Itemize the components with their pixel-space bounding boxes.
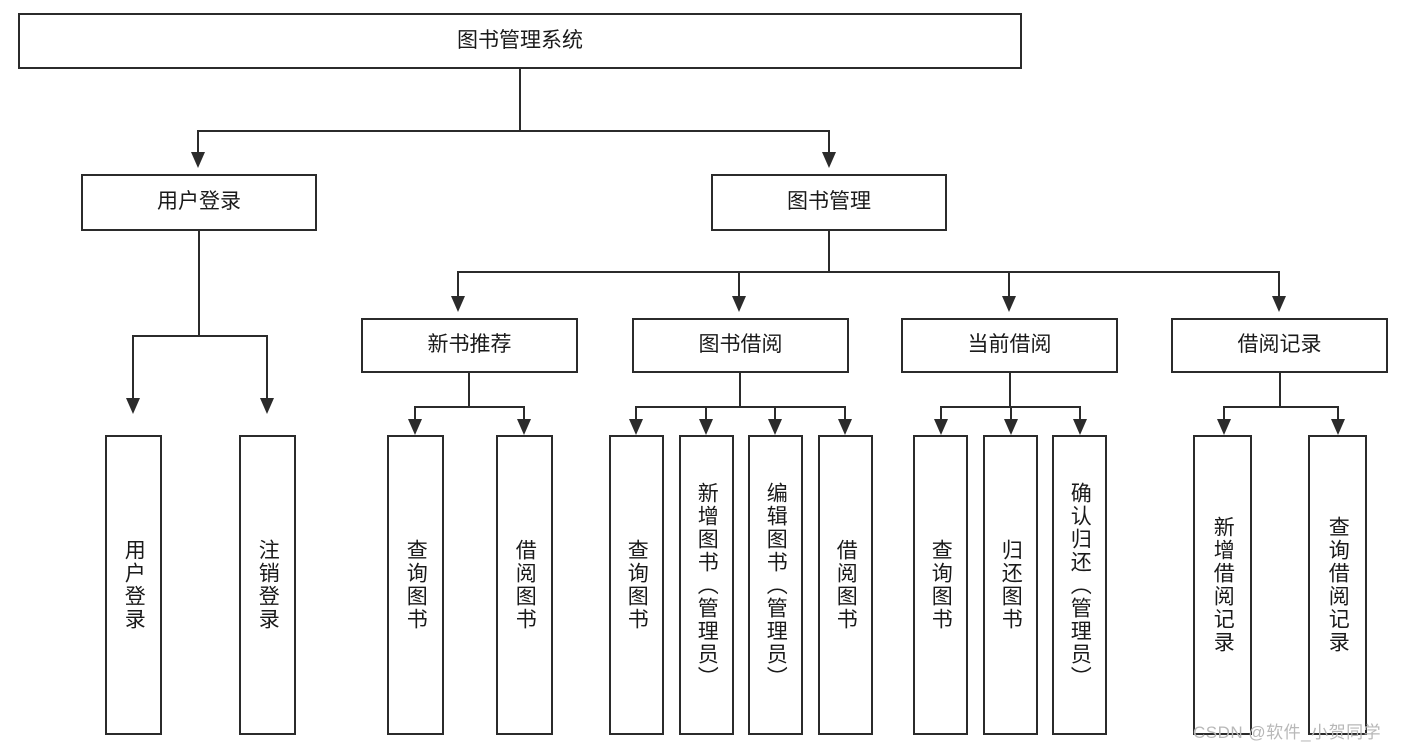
arrowhead-borrow-record: [1272, 296, 1286, 312]
node-user-login[interactable]: 用户登录: [81, 174, 317, 231]
leaf-return-book[interactable]: 归还图书: [983, 435, 1038, 735]
edge-new-book-rec-leaf2: [523, 406, 525, 422]
node-root-system[interactable]: 图书管理系统: [18, 13, 1022, 69]
node-label: 查询图书: [929, 539, 953, 631]
arrowhead-book-borrow: [732, 296, 746, 312]
arrowhead-leaf-query-book-3: [934, 419, 948, 435]
leaf-user-login[interactable]: 用户登录: [105, 435, 162, 735]
edge-current-borrow-leaf3: [1079, 406, 1081, 422]
node-label: 查询借阅记录: [1326, 516, 1350, 654]
edge-to-user-login: [197, 130, 199, 156]
arrowhead-leaf-query-book-2: [629, 419, 643, 435]
edge-new-book-rec-bus: [415, 406, 525, 408]
arrowhead-leaf-add-book: [699, 419, 713, 435]
node-label: 当前借阅: [967, 333, 1052, 357]
edge-borrow-record-leaf2: [1337, 406, 1339, 422]
arrowhead-leaf-edit-book: [768, 419, 782, 435]
arrowhead-book-manage: [822, 152, 836, 168]
edge-user-login-bus: [133, 335, 267, 337]
arrowhead-leaf-borrow-book-1: [517, 419, 531, 435]
edge-root-stem: [519, 69, 521, 131]
leaf-edit-book[interactable]: 编辑图书（管理员）: [748, 435, 803, 735]
node-label: 图书借阅: [698, 333, 783, 357]
arrowhead-user-login: [191, 152, 205, 168]
node-new-book-rec[interactable]: 新书推荐: [361, 318, 578, 373]
arrowhead-current-borrow: [1002, 296, 1016, 312]
node-book-borrow[interactable]: 图书借阅: [632, 318, 849, 373]
edge-to-borrow-record: [1278, 271, 1280, 299]
edge-book-manage-stem: [828, 231, 830, 273]
edge-level2-bus: [198, 130, 830, 132]
node-label: 图书管理系统: [457, 28, 583, 52]
edge-current-borrow-leaf1: [940, 406, 942, 422]
node-label: 编辑图书（管理员）: [764, 481, 788, 689]
edge-borrow-record-stem: [1279, 373, 1281, 407]
edge-to-book-manage: [828, 130, 830, 156]
arrowhead-new-book-rec: [451, 296, 465, 312]
node-label: 用户登录: [157, 190, 241, 214]
leaf-query-record[interactable]: 查询借阅记录: [1308, 435, 1367, 735]
node-label: 借阅图书: [834, 539, 858, 631]
edge-new-book-rec-stem: [468, 373, 470, 407]
edge-book-borrow-stem: [739, 373, 741, 407]
leaf-add-book[interactable]: 新增图书（管理员）: [679, 435, 734, 735]
arrowhead-leaf-query-book-1: [408, 419, 422, 435]
node-borrow-record[interactable]: 借阅记录: [1171, 318, 1388, 373]
node-label: 新书推荐: [427, 333, 512, 357]
node-label: 图书管理: [787, 190, 871, 214]
edge-book-borrow-leaf2: [705, 406, 707, 422]
edge-user-login-stem: [198, 231, 200, 336]
node-label: 用户登录: [122, 539, 146, 631]
edge-new-book-rec-leaf1: [414, 406, 416, 422]
leaf-query-book-1[interactable]: 查询图书: [387, 435, 444, 735]
edge-borrow-record-leaf1: [1223, 406, 1225, 422]
csdn-watermark: CSDN @软件_小贺同学: [1193, 723, 1382, 742]
node-book-manage[interactable]: 图书管理: [711, 174, 947, 231]
node-current-borrow[interactable]: 当前借阅: [901, 318, 1118, 373]
node-label: 借阅记录: [1237, 333, 1322, 357]
leaf-borrow-book-2[interactable]: 借阅图书: [818, 435, 873, 735]
arrowhead-leaf-confirm-return: [1073, 419, 1087, 435]
node-label: 注销登录: [256, 539, 280, 631]
edge-current-borrow-leaf2: [1010, 406, 1012, 422]
node-label: 新增借阅记录: [1211, 516, 1235, 654]
edge-current-borrow-stem: [1009, 373, 1011, 407]
edge-book-borrow-leaf3: [774, 406, 776, 422]
node-label: 归还图书: [999, 539, 1023, 631]
edge-user-login-leaf2: [266, 335, 268, 401]
edge-borrow-record-bus: [1224, 406, 1338, 408]
edge-book-borrow-leaf4: [844, 406, 846, 422]
node-label: 借阅图书: [513, 539, 537, 631]
leaf-add-record[interactable]: 新增借阅记录: [1193, 435, 1252, 735]
node-label: 新增图书（管理员）: [695, 481, 719, 689]
node-label: 查询图书: [404, 539, 428, 631]
edge-user-login-leaf1: [132, 335, 134, 401]
arrowhead-leaf-user-logout: [260, 398, 274, 414]
node-label: 确认归还（管理员）: [1068, 481, 1092, 689]
edge-to-book-borrow: [738, 271, 740, 299]
leaf-query-book-3[interactable]: 查询图书: [913, 435, 968, 735]
edge-to-current-borrow: [1008, 271, 1010, 299]
leaf-query-book-2[interactable]: 查询图书: [609, 435, 664, 735]
node-label: 查询图书: [625, 539, 649, 631]
arrowhead-leaf-borrow-book-2: [838, 419, 852, 435]
edge-level3-bus: [458, 271, 1280, 273]
edge-book-borrow-leaf1: [635, 406, 637, 422]
leaf-confirm-return[interactable]: 确认归还（管理员）: [1052, 435, 1107, 735]
arrowhead-leaf-add-record: [1217, 419, 1231, 435]
edge-book-borrow-bus: [636, 406, 846, 408]
arrowhead-leaf-query-record: [1331, 419, 1345, 435]
arrowhead-leaf-user-login: [126, 398, 140, 414]
edge-to-new-book-rec: [457, 271, 459, 299]
arrowhead-leaf-return-book: [1004, 419, 1018, 435]
leaf-user-logout[interactable]: 注销登录: [239, 435, 296, 735]
leaf-borrow-book-1[interactable]: 借阅图书: [496, 435, 553, 735]
